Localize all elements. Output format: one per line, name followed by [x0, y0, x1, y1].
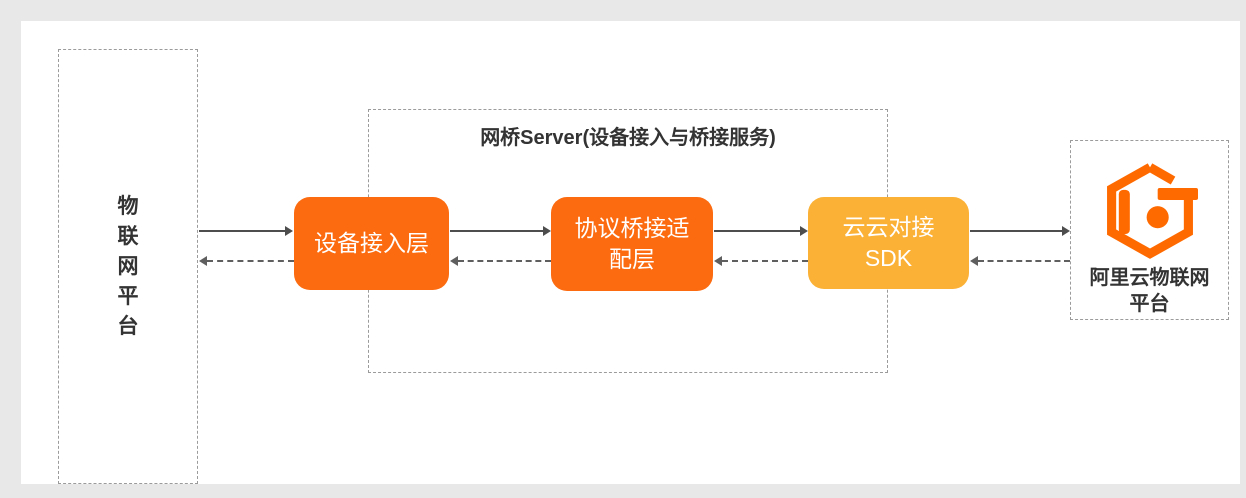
diagram-panel: 物联网平台 网桥Server(设备接入与桥接服务) 设备接入层 协议桥接适 配层…: [21, 21, 1240, 484]
node-protocol-bridge-adapter-layer-label: 协议桥接适 配层: [574, 215, 690, 272]
arrow-back-device-access-to-platform: [199, 256, 294, 266]
aliyun-iot-platform-container: 阿里云物联网 平台: [1070, 140, 1229, 320]
arrow-forward-sdk-to-aliyun: [970, 226, 1070, 236]
arrow-forward-platform-to-device-access: [199, 226, 293, 236]
bridge-server-title: 网桥Server(设备接入与桥接服务): [480, 127, 776, 149]
arrow-forward-device-access-to-adapter: [450, 226, 551, 236]
node-cloud-cloud-sdk-label: 云云对接 SDK: [842, 214, 935, 271]
node-device-access-layer: 设备接入层: [294, 197, 449, 290]
arrow-forward-adapter-to-sdk: [714, 226, 808, 236]
arrow-back-adapter-to-device-access: [450, 256, 551, 266]
arrow-back-aliyun-to-sdk: [970, 256, 1070, 266]
node-protocol-bridge-adapter-layer: 协议桥接适 配层: [551, 197, 713, 291]
iot-platform-container: 物联网平台: [58, 49, 198, 484]
aliyun-iot-platform-label: 阿里云物联网 平台: [1089, 267, 1210, 315]
node-cloud-cloud-sdk: 云云对接 SDK: [808, 197, 969, 289]
aliyun-iot-logo-icon: [1106, 163, 1198, 259]
arrow-back-sdk-to-adapter: [714, 256, 808, 266]
iot-platform-label: 物联网平台: [117, 194, 139, 338]
node-device-access-layer-label: 设备接入层: [314, 230, 429, 256]
